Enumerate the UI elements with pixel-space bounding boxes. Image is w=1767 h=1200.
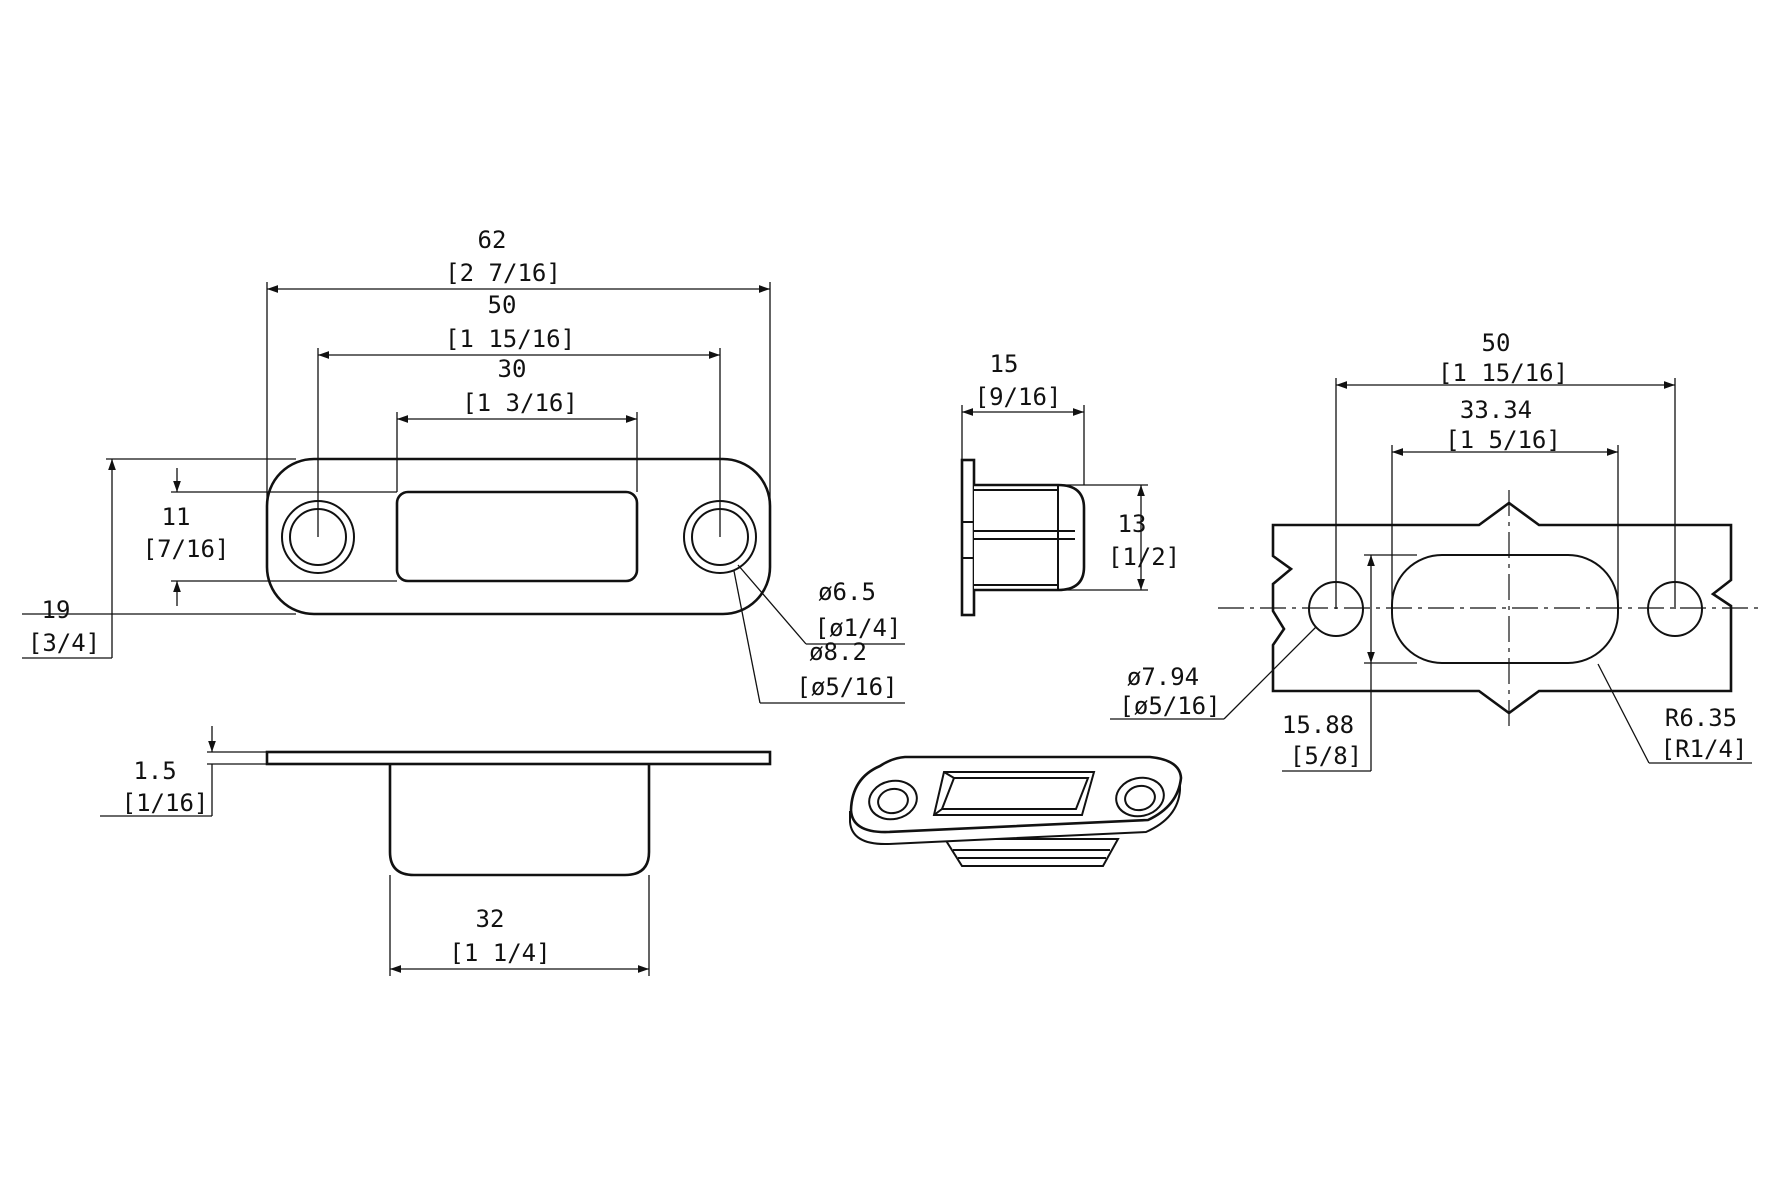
side-view: 15 [9/16] 13 [1/2] [960,350,1180,617]
dim-mortise-hole-dia-in: [ø5/16] [1119,692,1220,720]
dim-plate-thickness-in: [1/16] [122,789,209,817]
dim-plate-thickness-mm: 1.5 [133,757,176,785]
iso-plate [849,755,1183,834]
dim-side-depth-in: [9/16] [975,383,1062,411]
dim-hole-outer-dia-mm: ø8.2 [809,638,867,666]
dim-mortise-cutout-length-in: [1 5/16] [1445,426,1561,454]
dim-side-box-height: 13 [1/2] [1058,484,1180,591]
dim-hole-inner-dia-in: [ø1/4] [815,614,902,642]
dim-slot-length-in: [1 3/16] [462,389,578,417]
dim-slot-height-mm: 11 [162,503,191,531]
dim-box-width-in: [1 1/4] [449,939,550,967]
dim-hole-spacing: 50 [1 15/16] [317,291,721,537]
dim-plate-height-mm: 19 [42,596,71,624]
dim-side-box-height-in: [1/2] [1108,543,1180,571]
iso-right-hole-outer [1115,776,1165,818]
dim-mortise-hole-dia-mm: ø7.94 [1127,663,1199,691]
iso-left-hole-inner [877,787,909,815]
dim-hole-diameters: ø6.5 [ø1/4] ø8.2 [ø5/16] [733,564,905,704]
bottom-plate [265,750,772,766]
dim-mortise-hole-spacing-in: [1 15/16] [1438,359,1568,387]
dim-mortise-corner-radius: R6.35 [R1/4] [1597,663,1752,764]
dim-plate-height: 19 [3/4] [22,458,296,659]
dim-side-depth-mm: 15 [990,350,1019,378]
mortise-view: 50 [1 15/16] 33.34 [1 5/16] ø7.94 [ø5/16… [1110,329,1760,772]
dim-mortise-cutout-height: 15.88 [5/8] [1282,554,1417,772]
dim-hole-inner-dia-mm: ø6.5 [818,578,876,606]
dim-mortise-corner-radius-mm: R6.35 [1665,704,1737,732]
isometric-view [849,755,1183,867]
dim-overall-length: 62 [2 7/16] [266,226,771,533]
dim-plate-height-in: [3/4] [28,629,100,657]
bottom-strike-box [388,764,651,877]
dim-slot-height: 11 [7/16] [143,468,397,606]
dim-hole-spacing-in: [1 15/16] [445,325,575,353]
dim-mortise-corner-radius-in: [R1/4] [1661,735,1748,763]
side-plate [960,458,976,617]
dim-hole-spacing-mm: 50 [488,291,517,319]
bottom-view: 1.5 [1/16] 32 [1 1/4] [100,726,772,976]
dim-mortise-hole-dia: ø7.94 [ø5/16] [1110,626,1317,720]
dim-slot-length: 30 [1 3/16] [396,355,638,492]
dim-overall-length-in: [2 7/16] [445,259,561,287]
dim-side-depth: 15 [9/16] [961,350,1085,485]
dim-mortise-cutout-length: 33.34 [1 5/16] [1391,396,1619,609]
iso-right-hole-inner [1124,784,1156,812]
dim-box-width-mm: 32 [476,905,505,933]
dim-mortise-cutout-height-mm: 15.88 [1282,711,1354,739]
front-view: 62 [2 7/16] 50 [1 15/16] 30 [1 3/16] 11 … [22,226,905,704]
strike-slot [395,490,639,583]
dim-plate-thickness: 1.5 [1/16] [100,726,267,817]
dim-overall-length-mm: 62 [478,226,507,254]
dim-slot-length-mm: 30 [498,355,527,383]
dim-box-width: 32 [1 1/4] [389,875,650,976]
dim-hole-outer-dia-in: [ø5/16] [796,673,897,701]
dim-mortise-cutout-height-in: [5/8] [1290,742,1362,770]
side-strike-box [974,483,1086,592]
dim-mortise-cutout-length-mm: 33.34 [1460,396,1532,424]
dim-mortise-hole-spacing-mm: 50 [1482,329,1511,357]
iso-left-hole-outer [868,779,918,821]
dim-slot-height-in: [7/16] [143,535,230,563]
dim-side-box-height-mm: 13 [1118,510,1147,538]
dim-mortise-hole-spacing: 50 [1 15/16] [1335,329,1676,609]
